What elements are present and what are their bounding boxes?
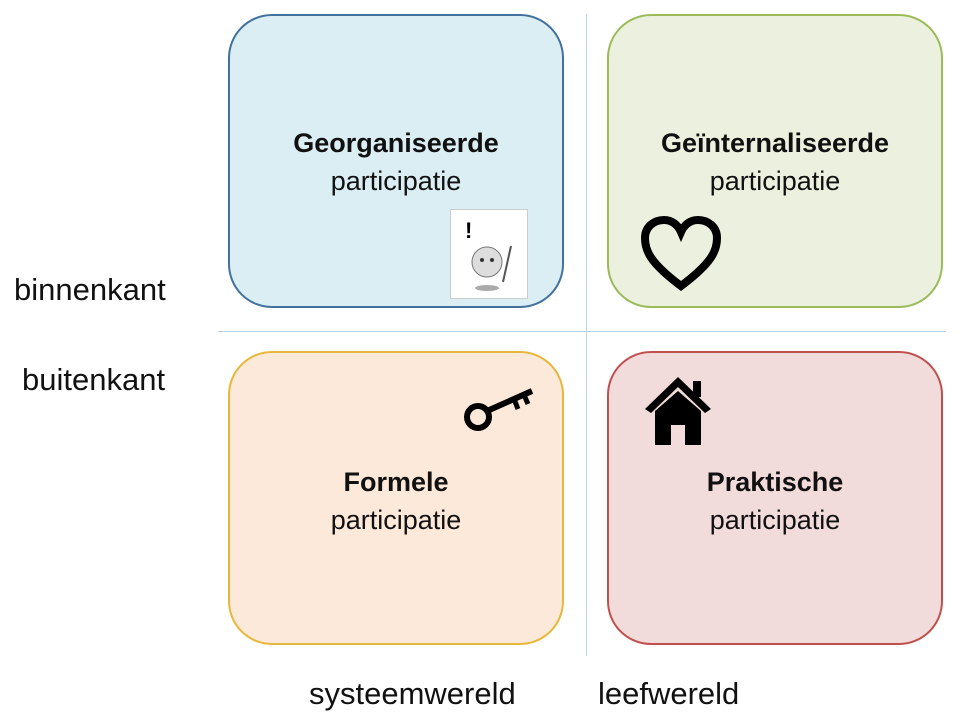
axis-label-systeemwereld: systeemwereld	[309, 676, 516, 711]
vertical-divider	[586, 14, 587, 656]
axis-label-buitenkant: buitenkant	[22, 362, 166, 397]
heart-icon	[639, 215, 723, 297]
quadrant-subtitle: participatie	[330, 166, 462, 196]
axis-label-leefwereld: leefwereld	[598, 676, 740, 711]
quadrant-subtitle: participatie	[709, 505, 841, 535]
svg-text:!: !	[465, 218, 472, 243]
key-icon	[462, 383, 538, 440]
quadrant-subtitle: participatie	[330, 505, 462, 535]
quadrant-title: Georganiseerde	[293, 128, 499, 158]
quadrant-title: Praktische	[706, 467, 844, 497]
quadrant-title: Formele	[343, 467, 449, 497]
quadrant-praktische: Praktische participatie	[607, 351, 943, 645]
quadrant-georganiseerde: Georganiseerde participatie !	[228, 14, 564, 308]
einstein-clipart-icon: !	[450, 209, 528, 299]
quadrant-geinternaliseerde: Geïnternaliseerde participatie	[607, 14, 943, 308]
horizontal-divider	[218, 331, 946, 332]
quadrant-formele: Formele participatie	[228, 351, 564, 645]
house-icon	[641, 373, 715, 452]
quadrant-title: Geïnternaliseerde	[660, 128, 890, 158]
quadrant-subtitle: participatie	[709, 166, 841, 196]
axis-label-binnenkant: binnenkant	[14, 272, 166, 307]
